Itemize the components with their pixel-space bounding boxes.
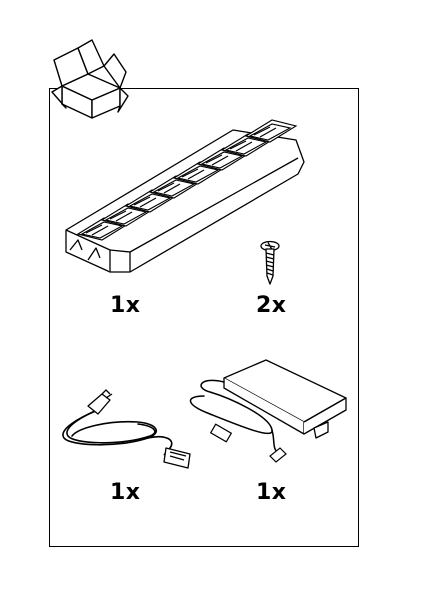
open-box-icon [48,30,130,120]
mounting-screw-quantity: 2x [256,295,287,317]
power-supply-icon [180,356,352,468]
charging-rack-quantity: 1x [110,295,141,317]
power-adapter-quantity: 1x [256,482,287,504]
screw-icon [258,240,282,286]
power-cord-quantity: 1x [110,482,141,504]
